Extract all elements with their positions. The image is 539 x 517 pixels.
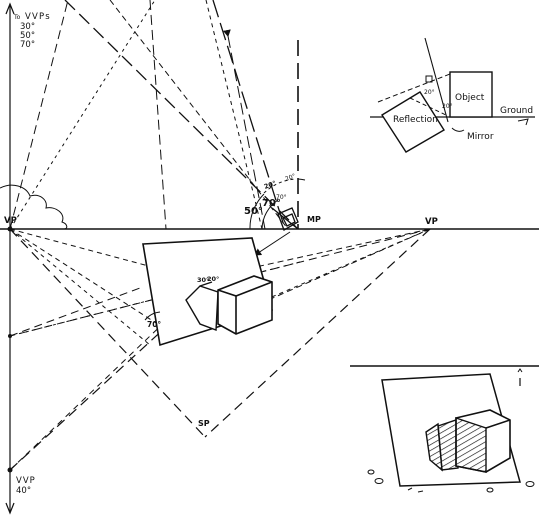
angle-arcs [249,178,306,230]
vvp-bottom-point [7,467,13,473]
inset-ground-label: Ground [500,106,533,116]
vvp-bottom-label: VVP [16,476,36,486]
vp-left-label: VP [4,216,17,226]
vvp-50-label: 50° [20,31,35,41]
mirror-angle-70-label: 70° [147,320,161,329]
vvp-group-label: VVPs [25,12,51,22]
vvp-construction-lines [9,0,299,230]
vvp-30-label: 30° [20,22,35,32]
mirror-angle-arc [144,311,161,321]
inset-illustration [350,365,539,493]
vvp-bottom-angle-label: 40° [16,486,31,496]
mp-construction-square [271,207,299,231]
cloud-shape [0,184,68,230]
angle-50-label: 50° [244,206,263,217]
inset-small-20b-label: 20° [442,103,453,110]
vp-right-label: VP [425,217,438,227]
angle-20-label: 20° [263,179,277,191]
vvp-prefix-label: To [13,14,21,21]
inset-reflection-label: Reflection [393,115,438,125]
inset-small-20a-label: 20° [424,89,435,96]
cube [217,275,273,335]
vvp-70-label: 70° [20,40,35,50]
inset-mirror-label: Mirror [467,132,494,142]
angle-small-20-label: 20° [284,173,296,183]
mid-measure-point [8,334,12,338]
sp-label: SP [198,419,210,428]
cube-reflection [185,281,219,331]
mp-label: MP [307,215,321,224]
angle-70-label: 70° [262,198,281,209]
inset-side-diagram [370,37,535,153]
mirror-angle-30-label: 30° [197,276,209,284]
inset-object-label: Object [455,93,485,103]
mirror-angle-20-label: 20° [207,275,219,283]
angle-small-70-label: 70° [276,194,287,201]
vp-left-point [7,226,13,232]
vertical-measuring-line [5,2,15,515]
